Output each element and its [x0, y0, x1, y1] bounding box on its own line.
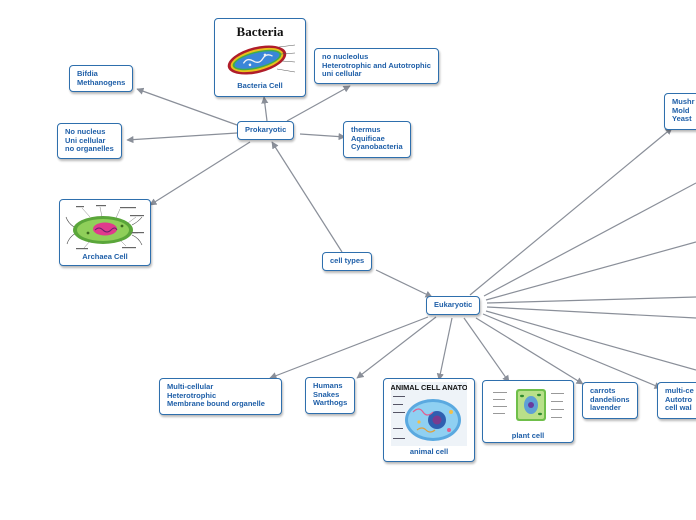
plant-traits-line-1: multi-ce [665, 386, 694, 395]
animal-cell-illustration: ANIMAL CELL ANATO [391, 382, 467, 446]
link-eukaryotic-offscreen-4 [486, 306, 696, 319]
bacteria-nutrition-line-3: uni cellular [322, 69, 362, 79]
plant-cell-caption: plant cell [511, 431, 545, 440]
cell-types-label: cell types [330, 256, 365, 265]
link-celltypes-eukaryotic [375, 269, 433, 298]
svg-text:ANIMAL CELL ANATO: ANIMAL CELL ANATO [391, 383, 467, 392]
plant-traits-line-2: Autotro [665, 394, 693, 404]
plant-traits-line-3: cell wal [665, 403, 692, 413]
link-prokaryotic-bacteria-cell [261, 96, 269, 122]
archaea-cell-caption: Archaea Cell [82, 252, 128, 261]
thermus-node[interactable]: thermus Aquificae Cyanobacteria [343, 121, 411, 158]
plants-line-2: dandelions [590, 394, 630, 404]
thermus-line-2: Aquificae [351, 133, 385, 143]
eukaryote-traits-node[interactable]: Multi-cellular Heterotrophic Membrane bo… [159, 378, 282, 415]
prokaryotic-node[interactable]: Prokaryotic [237, 121, 295, 140]
eukaryote-traits-line-3: Membrane bound organelle [167, 399, 265, 409]
link-eukaryotic-plant-traits [482, 313, 662, 389]
eukaryotic-label: Eukaryotic [434, 300, 473, 309]
link-eukaryotic-offscreen-2 [485, 241, 696, 301]
link-prokaryotic-thermus [299, 132, 346, 141]
animals-line-1: Humans [313, 381, 343, 390]
animals-line-3: Warthogs [313, 398, 348, 408]
link-eukaryotic-plants [475, 317, 584, 385]
link-eukaryotic-traits [269, 316, 429, 380]
bifdia-node[interactable]: Bifdia Methanogens [69, 65, 134, 93]
archaea-cell-node[interactable]: Archaea Cell [59, 199, 151, 266]
link-prokaryotic-nutrition [286, 85, 351, 122]
plants-line-1: carrots [590, 386, 616, 395]
eukaryote-traits-line-1: Multi-cellular [167, 382, 214, 391]
bacteria-cell-illustration: Bacteria [227, 24, 296, 75]
bacteria-cell-node[interactable]: Bacteria Bacteria Cell [214, 18, 306, 97]
fungi-line-2: Mold [672, 105, 690, 115]
link-eukaryotic-offscreen-3 [486, 296, 696, 304]
prokaryotic-label: Prokaryotic [245, 125, 287, 134]
bacteria-cell-caption: Bacteria Cell [237, 81, 283, 90]
plants-line-3: lavender [590, 403, 621, 413]
plant-cell-illustration [489, 384, 567, 430]
prokaryote-traits-line-1: No nucleus [65, 127, 106, 136]
link-eukaryotic-fungi [469, 127, 673, 296]
link-prokaryotic-traits [126, 132, 238, 144]
eukaryote-traits-line-2: Heterotrophic [167, 390, 217, 400]
link-eukaryotic-animals [356, 316, 437, 379]
plant-traits-node[interactable]: multi-ce Autotro cell wal [657, 382, 696, 419]
plants-node[interactable]: carrots dandelions lavender [582, 382, 638, 419]
archaea-cell-illustration [65, 205, 144, 250]
link-prokaryotic-bifdia [136, 87, 238, 126]
animals-line-2: Snakes [313, 389, 340, 399]
link-eukaryotic-animal-cell [436, 317, 453, 381]
fungi-line-3: Yeast [672, 114, 692, 124]
fungi-node[interactable]: Mushr Mold Yeast [664, 93, 696, 130]
prokaryote-traits-node[interactable]: No nucleus Uni cellular no organelles [57, 123, 122, 159]
link-eukaryotic-plant-cell [463, 317, 510, 383]
link-celltypes-prokaryotic [271, 141, 343, 253]
animal-cell-node[interactable]: ANIMAL CELL ANATO animal cell [383, 378, 475, 462]
animal-cell-caption: animal cell [409, 447, 449, 456]
prokaryote-traits-line-3: no organelles [65, 144, 114, 154]
bacteria-nutrition-line-1: no nucleolus [322, 52, 369, 61]
link-eukaryotic-offscreen-5 [485, 310, 696, 371]
animals-node[interactable]: Humans Snakes Warthogs [305, 377, 356, 414]
link-eukaryotic-offscreen-1 [483, 182, 696, 297]
bacteria-nutrition-node[interactable]: no nucleolus Heterotrophic and Autotroph… [314, 48, 439, 84]
plant-cell-node[interactable]: plant cell [482, 380, 574, 443]
svg-text:Bacteria: Bacteria [237, 24, 284, 39]
bacteria-nutrition-line-2: Heterotrophic and Autotrophic [322, 60, 431, 70]
prokaryote-traits-line-2: Uni cellular [65, 135, 106, 145]
bifdia-line-2: Methanogens [77, 77, 126, 87]
link-prokaryotic-archaea [149, 141, 251, 206]
eukaryotic-node[interactable]: Eukaryotic [426, 296, 481, 315]
cell-types-node[interactable]: cell types [322, 252, 373, 271]
fungi-line-1: Mushr [672, 97, 695, 106]
thermus-line-1: thermus [351, 125, 381, 134]
thermus-line-3: Cyanobacteria [351, 142, 403, 152]
bifdia-line-1: Bifdia [77, 69, 98, 78]
